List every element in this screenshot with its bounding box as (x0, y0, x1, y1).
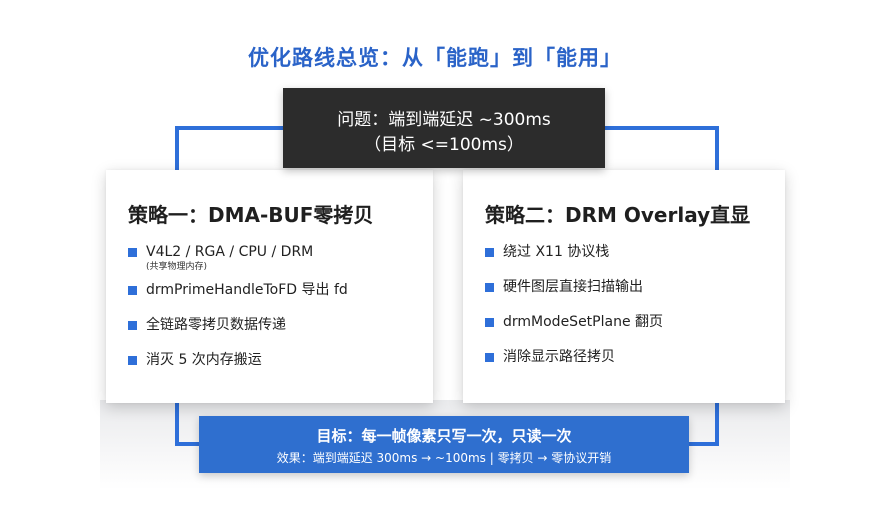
strategy-title: 策略二：DRM Overlay直显 (485, 203, 751, 227)
item-text: 消除显示路径拷贝 (503, 349, 615, 365)
item-text: 全链路零拷贝数据传递 (146, 317, 286, 333)
list-item: drmModeSetPlane 翻页 (485, 313, 663, 331)
strategy-item-list: V4L2 / RGA / CPU / DRM (共享物理内存) drmPrime… (128, 243, 348, 369)
list-item: 绕过 X11 协议栈 (485, 243, 663, 261)
problem-target-line: （目标 <=100ms） (364, 135, 524, 155)
strategy-title: 策略一：DMA-BUF零拷贝 (128, 203, 374, 227)
connector-bottom-left (175, 403, 199, 446)
strategy-item-list: 绕过 X11 协议栈 硬件图层直接扫描输出 drmModeSetPlane 翻页… (485, 243, 663, 366)
effect-line: 效果：端到端延迟 300ms → ~100ms | 零拷贝 → 零协议开销 (276, 451, 612, 465)
item-text: 硬件图层直接扫描输出 (503, 279, 643, 295)
list-item: drmPrimeHandleToFD 导出 fd (128, 281, 348, 299)
list-item: 消除显示路径拷贝 (485, 348, 663, 366)
strategy-card-drm-overlay: 策略二：DRM Overlay直显 绕过 X11 协议栈 硬件图层直接扫描输出 … (463, 170, 785, 403)
problem-line: 问题：端到端延迟 ~300ms (337, 110, 551, 130)
list-item: V4L2 / RGA / CPU / DRM (共享物理内存) (128, 243, 348, 273)
problem-box: 问题：端到端延迟 ~300ms （目标 <=100ms） (283, 88, 605, 168)
item-text: drmModeSetPlane 翻页 (503, 314, 664, 330)
goal-box: 目标：每一帧像素只写一次，只读一次 效果：端到端延迟 300ms → ~100m… (199, 416, 689, 473)
item-text: 消灭 5 次内存搬运 (146, 352, 262, 368)
strategy-card-dma-buf: 策略一：DMA-BUF零拷贝 V4L2 / RGA / CPU / DRM (共… (106, 170, 433, 403)
list-item: 硬件图层直接扫描输出 (485, 278, 663, 296)
list-item: 全链路零拷贝数据传递 (128, 316, 348, 334)
goal-line: 目标：每一帧像素只写一次，只读一次 (316, 427, 572, 445)
item-text: 绕过 X11 协议栈 (503, 244, 610, 260)
list-item: 消灭 5 次内存搬运 (128, 351, 348, 369)
item-text: drmPrimeHandleToFD 导出 fd (146, 282, 348, 298)
connector-top-right (605, 126, 719, 170)
item-subtext: (共享物理内存) (146, 262, 208, 272)
connector-top-left (175, 126, 283, 170)
page-title: 优化路线总览：从「能跑」到「能用」 (248, 46, 622, 70)
connector-bottom-right (689, 403, 719, 446)
item-text: V4L2 / RGA / CPU / DRM (146, 244, 314, 260)
